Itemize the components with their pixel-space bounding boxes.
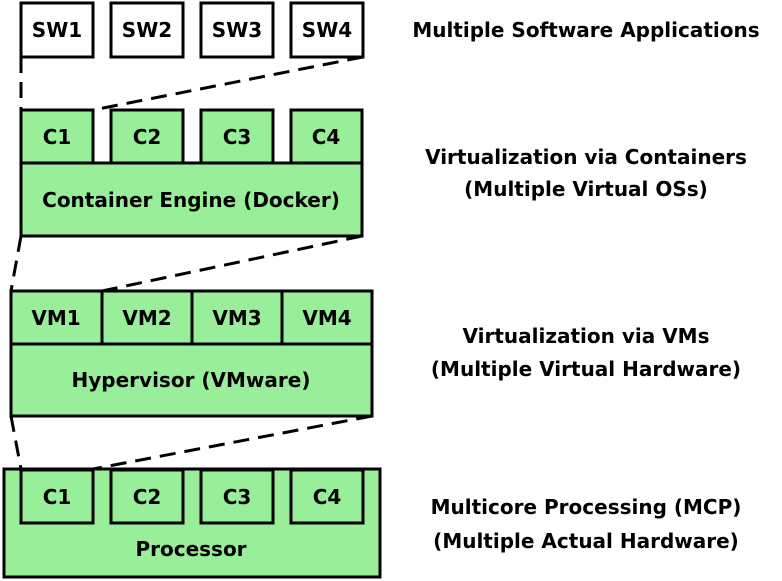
app-box-sw2: SW2	[109, 1, 185, 59]
hypervisor-label: Hypervisor (VMware)	[72, 368, 311, 392]
core-c1: C1	[19, 468, 95, 525]
processor-caption-line2: (Multiple Actual Hardware)	[433, 529, 739, 553]
container-c2: C2	[109, 108, 185, 165]
app-box-sw3: SW3	[199, 1, 275, 59]
vm-label: VM4	[302, 306, 351, 330]
core-label: C4	[313, 485, 342, 509]
container-c4: C4	[289, 108, 364, 165]
core-label: C1	[43, 485, 72, 509]
app-label: SW1	[32, 18, 82, 42]
software-layer: SW1 SW2 SW3 SW4	[19, 1, 365, 59]
container-label: C3	[223, 125, 252, 149]
container-c3: C3	[199, 108, 275, 165]
processor-layer: Processor C1 C2 C3 C4	[2, 467, 382, 579]
vm-4: VM4	[280, 289, 374, 346]
container-engine-box	[19, 161, 364, 238]
container-caption-line2: (Multiple Virtual OSs)	[464, 177, 708, 201]
container-engine-label: Container Engine (Docker)	[42, 188, 340, 212]
processor-caption-line1: Multicore Processing (MCP)	[431, 495, 742, 519]
app-label: SW2	[122, 18, 172, 42]
app-label: SW3	[212, 18, 262, 42]
core-label: C3	[223, 485, 252, 509]
vm-1: VM1	[9, 289, 104, 346]
container-label: C4	[312, 125, 341, 149]
core-c4: C4	[289, 468, 365, 525]
vm-3: VM3	[190, 289, 284, 346]
vm-caption-line2: (Multiple Virtual Hardware)	[431, 357, 741, 381]
container-label: C2	[133, 125, 162, 149]
vm-label: VM1	[31, 306, 80, 330]
vm-2: VM2	[100, 289, 194, 346]
core-label: C2	[133, 485, 162, 509]
hypervisor-box	[9, 342, 374, 418]
app-label: SW4	[302, 18, 352, 42]
vm-label: VM2	[122, 306, 171, 330]
vm-label: VM3	[212, 306, 261, 330]
connector-right-1	[92, 55, 364, 112]
connector-right-2	[101, 234, 363, 293]
app-box-sw1: SW1	[19, 1, 95, 59]
software-caption: Multiple Software Applications	[412, 18, 759, 42]
app-box-sw4: SW4	[289, 1, 365, 59]
container-label: C1	[43, 125, 72, 149]
connector-right-3	[92, 414, 373, 471]
vm-caption-line1: Virtualization via VMs	[463, 324, 710, 348]
vm-layer: Hypervisor (VMware) VM1 VM2 VM3 VM4	[9, 289, 374, 418]
processor-label: Processor	[135, 537, 246, 561]
container-caption-line1: Virtualization via Containers	[425, 145, 747, 169]
connector-left-3	[9, 415, 23, 470]
container-c1: C1	[19, 108, 95, 165]
core-c2: C2	[109, 468, 185, 525]
core-c3: C3	[199, 468, 275, 525]
container-layer: Container Engine (Docker) C1 C2 C3 C4	[19, 108, 364, 238]
connector-left-2	[9, 235, 23, 292]
